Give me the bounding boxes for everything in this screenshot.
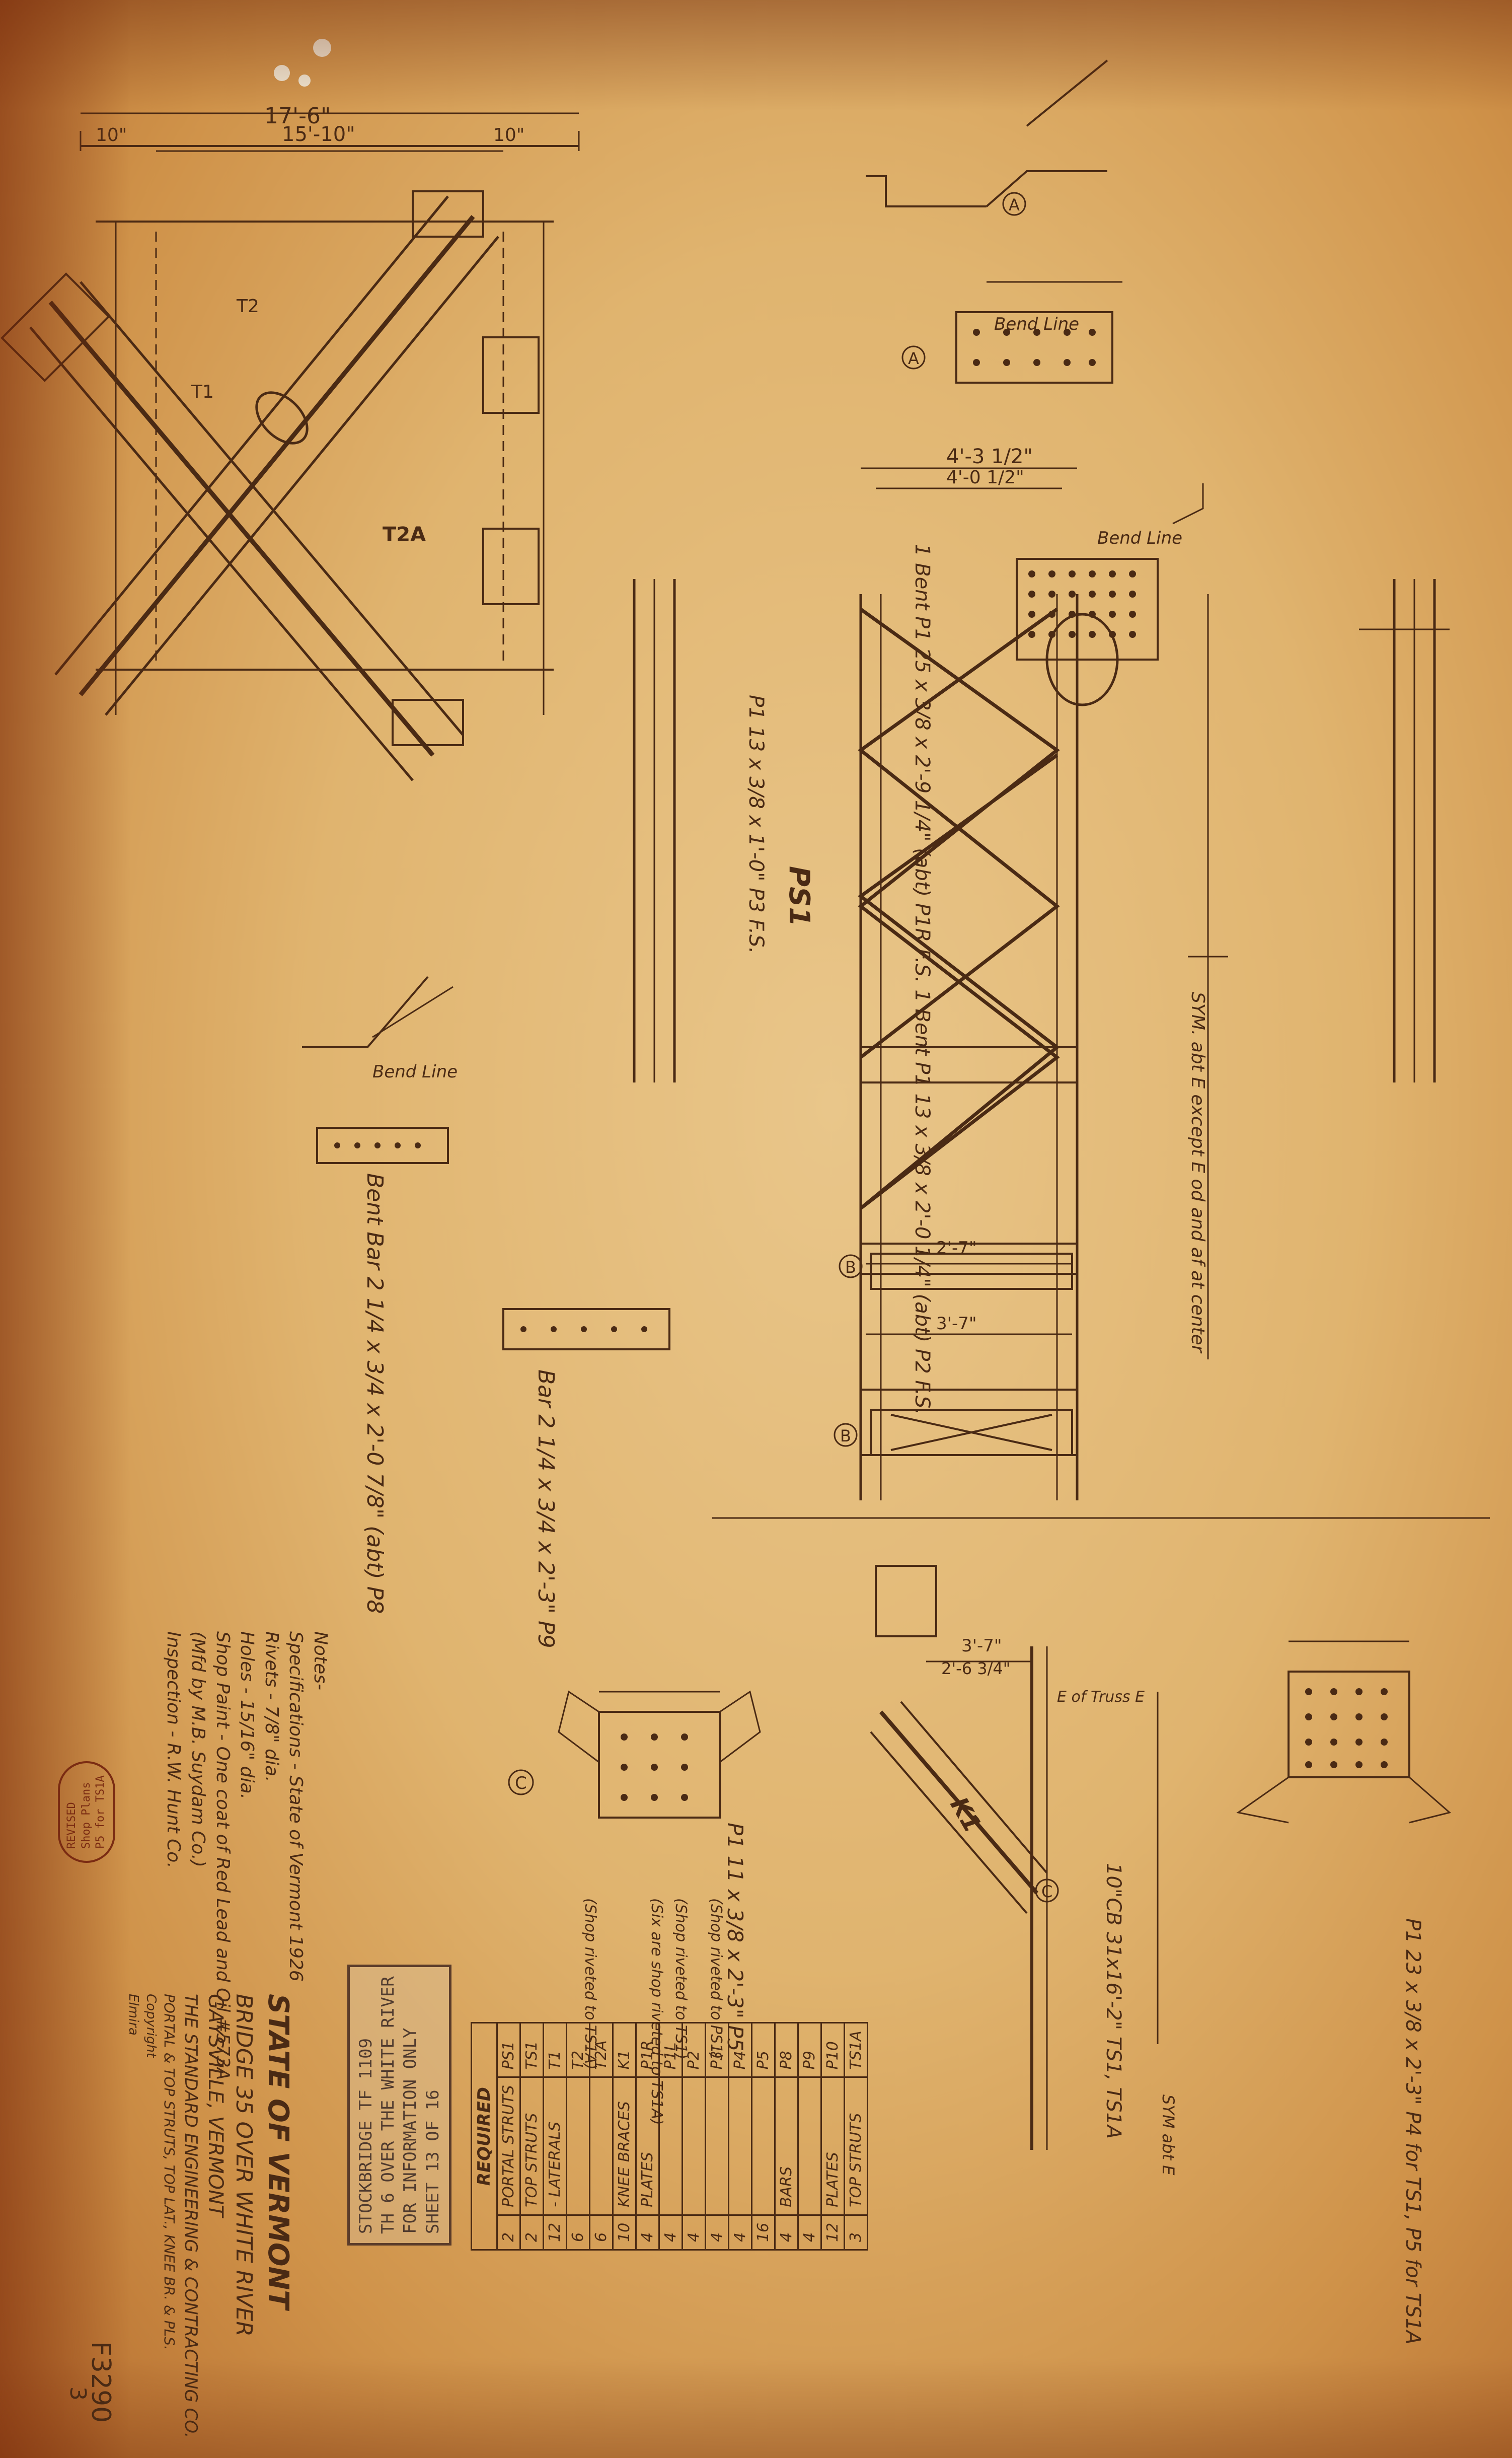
callout-a: A [1009, 195, 1020, 214]
callout-a-2: A [908, 349, 919, 368]
portal-side-elevation [1172, 483, 1450, 1082]
punch-hole [313, 39, 331, 57]
title-bridge: BRIDGE 35 OVER WHITE RIVER [231, 1994, 257, 2337]
drawing-number: F3290 [86, 2341, 116, 2423]
dim-3-7: 3'-7" [961, 1636, 1002, 1656]
title-copyright: Copyright [143, 1994, 159, 2058]
plate-p4 [1236, 1640, 1452, 1824]
dim-2-7: 2'-7" [936, 1238, 977, 1258]
stamp-line: SHEET 13 OF 16 [422, 2089, 443, 2234]
plate-p2-label: 1 Bent P1 25 x 3/8 x 2'-9 1/4" (abt) P1R… [911, 544, 934, 1415]
callout-c-2: C [1041, 1882, 1052, 1901]
plate-p3-label: P1 13 x 3/8 x 1'-0" P3 F.S. [744, 695, 768, 954]
bent-bar-p8-label: Bent Bar 2 1/4 x 3/4 x 2'-0 7/8" (abt) P… [362, 1173, 388, 1614]
mark-t2a: T2A [383, 523, 426, 546]
punch-hole [274, 65, 290, 81]
portal-left-elevation [633, 579, 676, 1082]
sym-note-2: SYM abt E [1159, 2094, 1178, 2176]
sym-note: SYM. abt E except E od and af at center [1187, 992, 1208, 1353]
revised-stamp: REVISED Shop Plans P5 for TS1A [58, 1761, 115, 1863]
dim-4-0: 4'-0 1/2" [946, 467, 1024, 488]
notes-heading: Notes- [310, 1631, 331, 1690]
bend-line-p8: Bend Line [372, 1062, 458, 1082]
section-b [870, 1253, 1073, 1456]
sheet-number: 3 [65, 2387, 91, 2401]
title-plant: Elmira [126, 1994, 141, 2036]
callout-b: B [845, 1258, 856, 1277]
punch-hole [298, 75, 311, 87]
truss-label: E of Truss E [1057, 1688, 1145, 1706]
dim-3-7-top: 3'-7" [936, 1314, 977, 1334]
title-location: GAYSVILLE, VERMONT [204, 1994, 228, 2217]
dim-10-right: 10" [493, 125, 524, 146]
mark-t1: T1 [191, 382, 214, 402]
mark-t2: T2 [236, 296, 259, 317]
dim-4-3: 4'-3 1/2" [946, 445, 1033, 468]
plate-p4-label: P1 23 x 3/8 x 2'-3" P4 for TS1, P5 for T… [1401, 1918, 1424, 2345]
bar-p9 [502, 1308, 670, 1350]
dim-2-6: 2'-6 3/4" [941, 1659, 1010, 1678]
stamp-line: FOR INFORMATION ONLY [400, 2028, 421, 2234]
detail-c-plate-p5 [558, 1690, 761, 1819]
plate-p5-label: P1 11 x 3/8 x 2'-3" P5 [723, 1823, 747, 2052]
title-block: STATE OF VERMONT BRIDGE 35 OVER WHITE RI… [124, 1994, 297, 2438]
information-stamp: STOCKBRIDGE TF 1109 TH 6 OVER THE WHITE … [347, 1965, 451, 2246]
dim-10: 10" [96, 125, 127, 146]
stamp-line: STOCKBRIDGE TF 1109 [356, 2038, 376, 2234]
bend-line-a: Bend Line [994, 314, 1079, 334]
stamp-line: TH 6 OVER THE WHITE RIVER [378, 1976, 399, 2234]
detail-a [866, 59, 1122, 384]
title-fabricator: THE STANDARD ENGINEERING & CONTRACTING C… [181, 1994, 201, 2438]
bar-p9-label: Bar 2 1/4 x 3/4 x 2'-3" P9 [533, 1369, 559, 1648]
bend-line-ps1: Bend Line [1097, 528, 1182, 548]
callout-b-2: B [840, 1426, 851, 1445]
callout-c: C [515, 1773, 527, 1793]
title-drawing-desc: PORTAL & TOP STRUTS, TOP LAT., KNEE BR. … [161, 1994, 178, 2350]
title-state: STATE OF VERMONT [262, 1994, 294, 2309]
top-lateral-bracing-plan [1, 112, 580, 781]
ts1-label: 10"CB 31x16'-2" TS1, TS1A [1102, 1863, 1125, 2139]
dim-15-10: 15'-10" [282, 123, 355, 146]
bom-title: REQUIRED [471, 2022, 497, 2250]
ps1-mark: PS1 [783, 866, 815, 927]
